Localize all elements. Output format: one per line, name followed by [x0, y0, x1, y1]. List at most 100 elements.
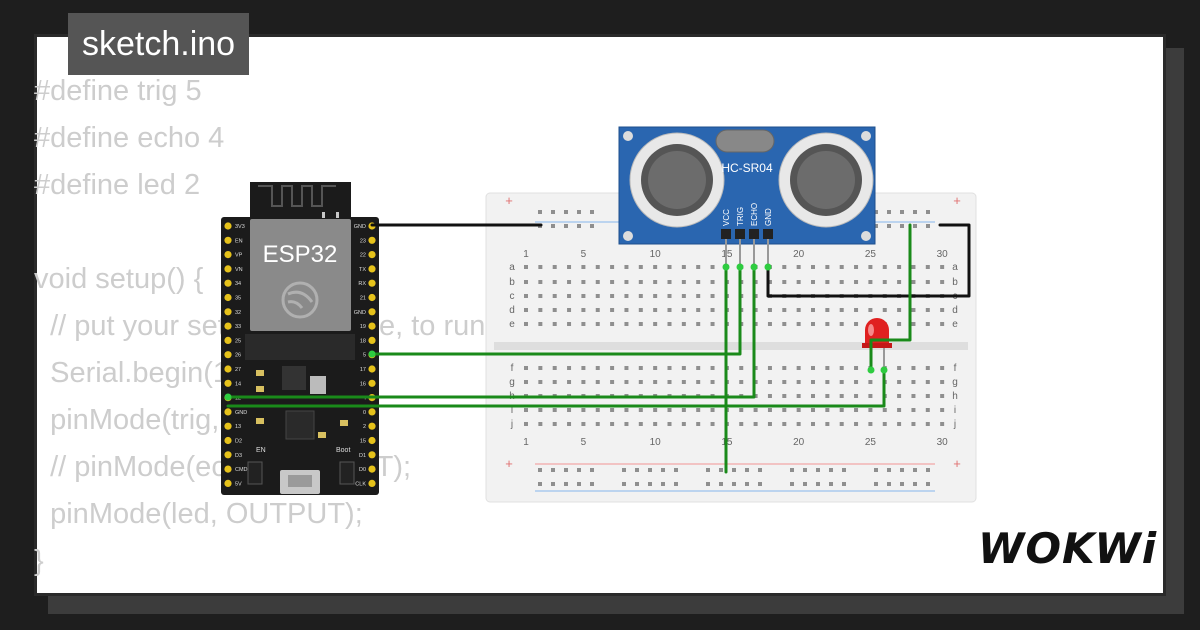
- breadboard-hole: [854, 380, 859, 384]
- breadboard-hole: [538, 294, 543, 298]
- breadboard-hole: [782, 322, 787, 326]
- breadboard-hole: [552, 408, 557, 412]
- breadboard-hole: [926, 482, 930, 486]
- breadboard-hole: [581, 322, 586, 326]
- breadboard-hole: [854, 308, 859, 312]
- esp32-pin-label: CLK: [355, 481, 366, 487]
- breadboard-hole: [926, 468, 930, 472]
- breadboard-hole: [595, 280, 600, 284]
- breadboard-hole: [674, 482, 678, 486]
- breadboard-label: 15: [721, 249, 733, 260]
- breadboard-label: b: [952, 277, 958, 288]
- esp32-pin-label: 16: [360, 381, 366, 387]
- breadboard-hole: [710, 308, 715, 312]
- esp32-pin: [224, 465, 232, 473]
- breadboard-hole: [882, 422, 887, 426]
- esp32-pin: [224, 451, 232, 459]
- esp32-pin-label: 3V3: [235, 224, 245, 230]
- breadboard-hole: [564, 224, 568, 228]
- code-line: pinMode(led, OUTPUT);: [34, 498, 363, 530]
- esp32-pin: [224, 365, 232, 373]
- breadboard-hole: [925, 280, 930, 284]
- breadboard-hole: [753, 380, 758, 384]
- breadboard-hole: [811, 366, 815, 370]
- breadboard-hole: [710, 408, 715, 412]
- esp32-pin: [224, 251, 232, 259]
- breadboard-hole: [825, 408, 830, 412]
- breadboard-label: j: [510, 419, 513, 430]
- breadboard-hole: [926, 224, 930, 228]
- antenna-tabs: [322, 212, 339, 218]
- breadboard-hole: [913, 482, 917, 486]
- breadboard-hole: [825, 308, 830, 312]
- breadboard-hole: [624, 422, 629, 426]
- breadboard-label: f: [511, 363, 514, 374]
- breadboard-hole: [854, 422, 859, 426]
- breadboard-hole: [825, 394, 830, 398]
- esp32-pin: [368, 422, 376, 430]
- code-line: #define trig 5: [34, 75, 202, 107]
- breadboard-hole: [564, 468, 568, 472]
- espressif-logo: [281, 281, 319, 319]
- breadboard-hole: [767, 422, 772, 426]
- esp32-pin-label: 33: [235, 324, 241, 330]
- breadboard-hole: [767, 308, 772, 312]
- hc-sr04-sensor[interactable]: HC-SR04 VCC TRIG ECHO GND: [618, 126, 876, 266]
- breadboard-hole: [577, 210, 581, 214]
- breadboard-hole: [667, 422, 672, 426]
- breadboard-hole: [796, 422, 801, 426]
- breadboard-hole: [624, 294, 629, 298]
- breadboard-hole: [524, 308, 528, 312]
- breadboard-hole: [829, 482, 833, 486]
- breadboard-hole: [538, 408, 543, 412]
- breadboard-hole: [897, 265, 902, 269]
- breadboard-hole: [710, 422, 715, 426]
- breadboard-hole: [911, 280, 916, 284]
- esp32-pin: [368, 365, 376, 373]
- breadboard-hole: [681, 366, 686, 370]
- breadboard-hole: [842, 482, 846, 486]
- breadboard-hole: [681, 294, 686, 298]
- breadboard-hole: [524, 366, 528, 370]
- breadboard-hole: [745, 468, 749, 472]
- breadboard-hole: [803, 468, 807, 472]
- breadboard-hole: [696, 408, 701, 412]
- breadboard-hole: [552, 294, 557, 298]
- esp32-pin: [368, 465, 376, 473]
- breadboard-hole: [897, 408, 902, 412]
- esp32-board[interactable]: ESP32 EN Boot 3V3ENVPVN34353233252627141…: [221, 182, 379, 495]
- breadboard-hole: [696, 308, 701, 312]
- breadboard-hole: [811, 265, 815, 269]
- breadboard-hole: [839, 308, 844, 312]
- esp32-pin-label: 5V: [235, 481, 242, 487]
- breadboard-hole: [661, 468, 665, 472]
- breadboard-hole: [887, 224, 891, 228]
- breadboard-hole: [739, 380, 744, 384]
- breadboard-hole: [940, 308, 945, 312]
- breadboard-hole: [595, 408, 600, 412]
- breadboard-hole: [897, 394, 902, 398]
- breadboard-hole: [538, 322, 543, 326]
- breadboard-hole: [767, 408, 772, 412]
- esp32-pin: [368, 236, 376, 244]
- esp32-pin-label: RX: [358, 281, 366, 287]
- esp32-pin-label: 5: [363, 353, 366, 359]
- breadboard-hole: [816, 468, 820, 472]
- esp32-pin: [224, 336, 232, 344]
- esp32-pin-label: D2: [235, 439, 242, 445]
- breadboard-hole: [681, 280, 686, 284]
- file-tab[interactable]: sketch.ino: [68, 13, 250, 75]
- breadboard-hole: [796, 322, 801, 326]
- esp32-pin-label: 17: [360, 367, 366, 373]
- breadboard-hole: [825, 380, 830, 384]
- esp32-pin: [368, 408, 376, 416]
- breadboard-hole: [590, 210, 594, 214]
- breadboard-hole: [868, 265, 873, 269]
- breadboard-hole: [653, 265, 658, 269]
- breadboard-hole: [567, 308, 572, 312]
- breadboard-hole: [524, 294, 528, 298]
- breadboard-hole: [811, 308, 815, 312]
- breadboard-hole: [610, 294, 615, 298]
- breadboard-hole: [595, 366, 600, 370]
- breadboard-hole: [854, 322, 859, 326]
